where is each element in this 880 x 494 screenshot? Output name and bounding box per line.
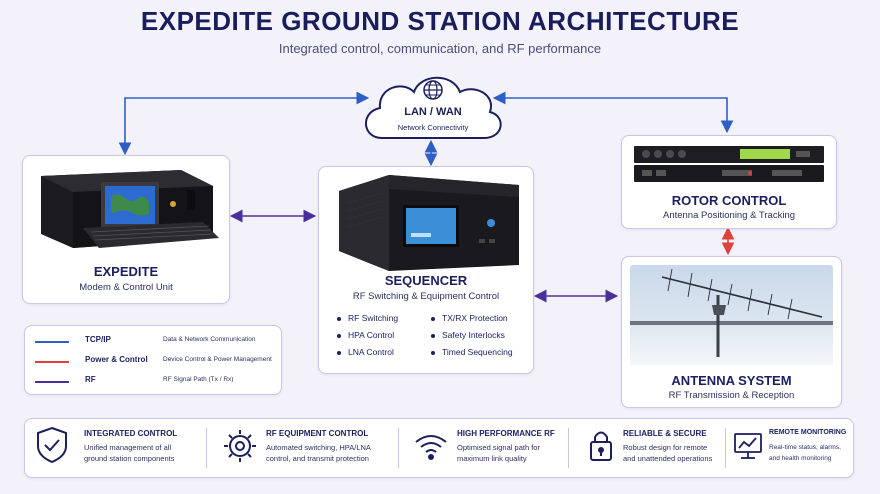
expedite-device-image [41,170,219,248]
shield-check-icon [37,426,67,464]
feature-title: RELIABLE & SECURE [623,429,707,438]
feature-high-performance-rf: HIGH PERFORMANCE RF Optimised signal pat… [457,425,567,471]
legend-desc: RF Signal Path (Tx / Rx) [163,376,234,383]
tcpip-link-rotor [492,91,734,134]
legend-swatch-rf [35,381,69,383]
wifi-icon [415,435,447,460]
tcpip-link-expedite [118,91,370,156]
sequencer-device-image [339,175,519,271]
sequencer-title: SEQUENCER [384,273,468,288]
expedite-title: EXPEDITE [93,264,159,279]
feature-item: TX/RX Protection [431,313,508,323]
globe-icon [423,80,443,100]
sequencer-subtitle: RF Switching & Equipment Control [352,291,500,302]
legend-item: RF RF Signal Path (Tx / Rx) [35,375,285,389]
divider [725,428,726,468]
legend-swatch-tcpip [35,341,69,343]
feature-desc: Real-time status, alarms,and health moni… [769,444,841,462]
gear-icon [224,430,256,462]
legend-label: TCP/IP [85,335,111,344]
rotor-card[interactable]: ROTOR CONTROL Antenna Positioning & Trac… [621,135,837,229]
antenna-subtitle: RF Transmission & Reception [668,390,795,401]
feature-reliable-secure: RELIABLE & SECURE Robust design for remo… [623,425,725,471]
legend-label: Power & Control [85,355,148,364]
antenna-card[interactable]: ANTENNA SYSTEM RF Transmission & Recepti… [621,256,842,408]
divider [398,428,399,468]
legend: TCP/IP Data & Network Communication Powe… [24,325,282,395]
lock-icon [590,431,612,461]
feature-item: LNA Control [337,347,394,357]
feature-item: RF Switching [337,313,398,323]
feature-rf-equipment-control: RF EQUIPMENT CONTROL Automated switching… [266,425,396,471]
page-title: EXPEDITE GROUND STATION ARCHITECTURE [140,6,740,36]
rotor-subtitle: Antenna Positioning & Tracking [662,210,796,221]
feature-remote-monitoring: REMOTE MONITORING Real-time status, alar… [769,425,849,471]
feature-title: REMOTE MONITORING [769,429,847,436]
feature-title: INTEGRATED CONTROL [84,429,178,438]
feature-integrated-control: INTEGRATED CONTROL Unified management of… [84,425,204,471]
divider [206,428,207,468]
rotor-device-image [634,146,824,182]
feature-item: HPA Control [337,330,394,340]
expedite-card[interactable]: EXPEDITE Modem & Control Unit [22,155,230,304]
rotor-title: ROTOR CONTROL [671,193,787,208]
feature-item: Safety Interlocks [431,330,505,340]
feature-item: Timed Sequencing [431,347,513,357]
network-title: LAN / WAN [404,106,462,118]
network-subtitle: Network Connectivity [397,123,469,132]
feature-title: RF EQUIPMENT CONTROL [266,429,369,438]
feature-bar [24,418,854,478]
page-subtitle: Integrated control, communication, and R… [278,41,602,56]
monitor-chart-icon [734,433,762,459]
legend-desc: Device Control & Power Management [163,356,272,363]
expedite-subtitle: Modem & Control Unit [79,282,173,293]
sequencer-card[interactable]: SEQUENCER RF Switching & Equipment Contr… [318,166,534,374]
divider [568,428,569,468]
legend-swatch-power [35,361,69,363]
legend-item: Power & Control Device Control & Power M… [35,355,285,369]
legend-desc: Data & Network Communication [163,336,256,343]
feature-title: HIGH PERFORMANCE RF [457,429,555,438]
antenna-title: ANTENNA SYSTEM [671,373,792,388]
legend-label: RF [85,375,96,384]
legend-item: TCP/IP Data & Network Communication [35,335,285,349]
antenna-photo [630,265,833,365]
